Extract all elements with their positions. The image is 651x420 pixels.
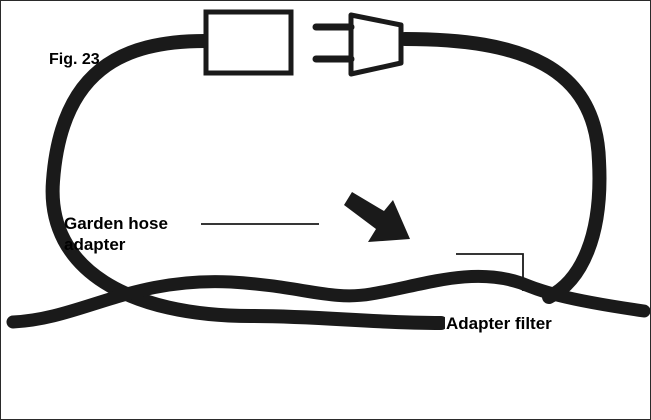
female-plug-icon	[203, 9, 294, 76]
garden-hose-adapter-label-line1: Garden hose	[64, 214, 168, 233]
garden-hose-adapter-label: Garden hose adapter	[64, 213, 168, 255]
hose-loop-right	[398, 32, 607, 304]
arrow-icon	[344, 192, 410, 242]
garden-hose-adapter-label-line2: adapter	[64, 235, 126, 254]
hose-bottom-strand	[6, 269, 650, 329]
male-plug-icon	[312, 12, 404, 77]
figure-label: Fig. 23	[49, 51, 100, 68]
adapter-filter-label: Adapter filter	[445, 313, 553, 334]
adapter-filter-leader	[456, 253, 524, 291]
hose-loop-left	[45, 34, 448, 330]
